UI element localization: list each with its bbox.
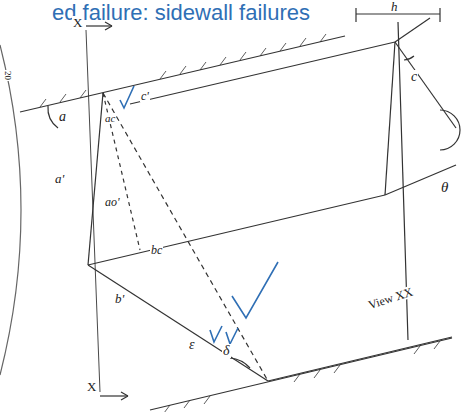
diagram-label: X xyxy=(72,16,83,29)
diagram-label: ao' xyxy=(104,196,121,208)
diagram-label: a xyxy=(58,110,67,124)
diagram-label: ac xyxy=(104,113,116,124)
slide-title: ed failure: sidewall failures xyxy=(52,0,310,26)
diagram-label: θ xyxy=(440,180,449,195)
diagram-label: a' xyxy=(54,172,65,185)
diagram-label: b' xyxy=(114,292,125,305)
diagram-label: h xyxy=(390,0,399,13)
diagram-label: δ xyxy=(222,344,231,358)
diagram-label: View XX xyxy=(366,285,415,311)
diagram-label: 20 xyxy=(3,70,12,81)
diagram-label: bc xyxy=(150,244,163,256)
diagram-label: X xyxy=(86,380,97,393)
diagram-label: c' xyxy=(140,90,150,102)
diagram-label: c xyxy=(410,70,418,84)
diagram-label: ε xyxy=(188,338,196,352)
